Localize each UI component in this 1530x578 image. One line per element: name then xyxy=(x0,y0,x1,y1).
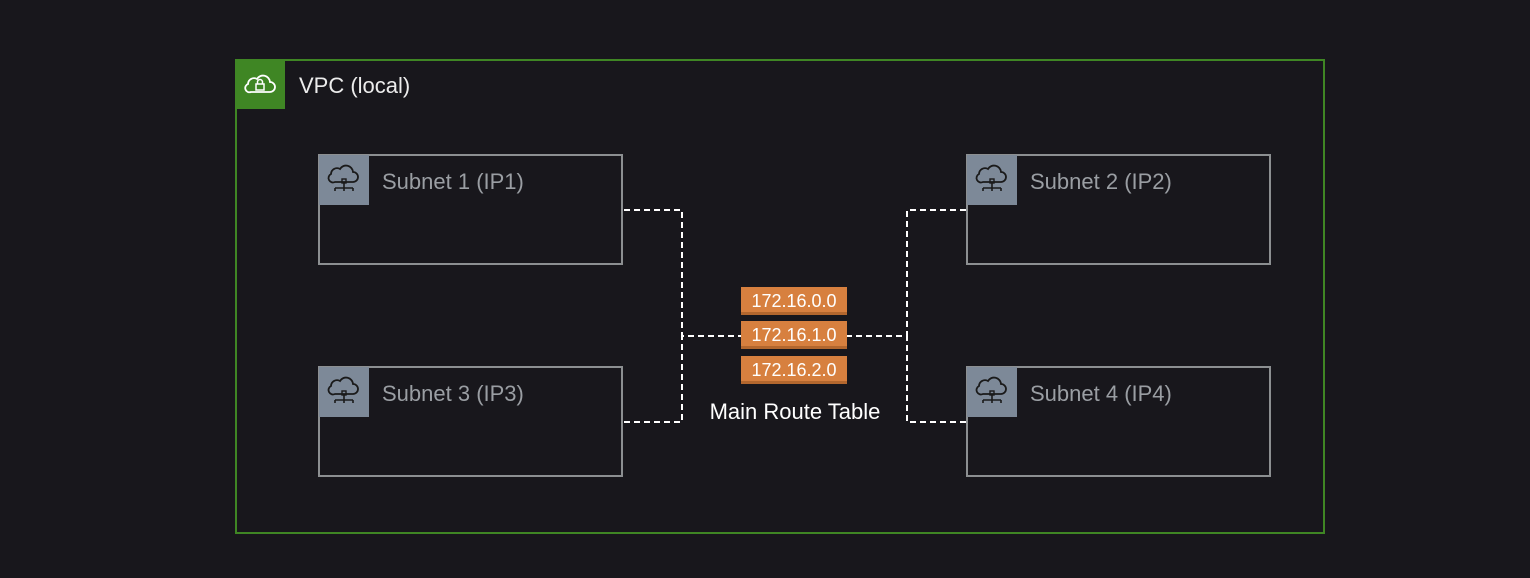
route-entry: 172.16.2.0 xyxy=(741,356,847,384)
subnet-2-title: Subnet 2 (IP2) xyxy=(1030,169,1172,194)
subnet-2-box xyxy=(966,154,1271,265)
route-entry: 172.16.1.0 xyxy=(741,321,847,349)
subnet-3-title: Subnet 3 (IP3) xyxy=(382,381,524,406)
route-table-label: Main Route Table xyxy=(709,399,881,424)
subnet-1-title: Subnet 1 (IP1) xyxy=(382,169,524,194)
connector-subnet-1 xyxy=(624,209,741,337)
cloud-network-icon xyxy=(319,367,369,417)
cloud-network-icon xyxy=(319,155,369,205)
route-entry: 172.16.0.0 xyxy=(741,287,847,315)
cloud-network-icon xyxy=(967,155,1017,205)
cloud-lock-icon xyxy=(235,59,285,109)
cloud-network-icon xyxy=(967,367,1017,417)
connector-subnet-3 xyxy=(624,336,683,423)
vpc-title: VPC (local) xyxy=(299,73,411,98)
connector-subnet-2 xyxy=(847,209,966,337)
subnet-4-title: Subnet 4 (IP4) xyxy=(1030,381,1172,406)
vpc-group xyxy=(235,59,1325,534)
